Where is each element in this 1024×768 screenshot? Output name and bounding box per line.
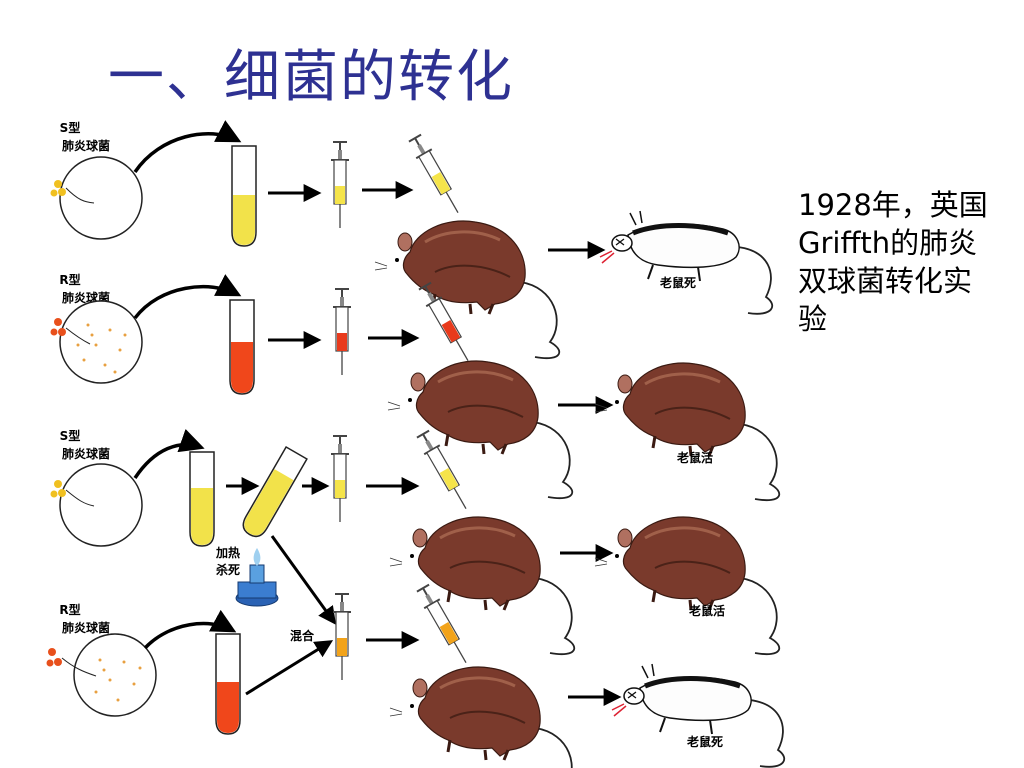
s-colony-icon: [50, 480, 66, 498]
mouse-icon: [388, 515, 576, 656]
outcome-label: 老鼠活: [689, 603, 725, 618]
r-colony-icon: [46, 648, 62, 667]
experiment-caption: 1928年，英国Griffth的肺炎双球菌转化实验: [798, 188, 988, 336]
test-tube-icon: [189, 451, 215, 547]
experiment-row-4: R型 肺炎球菌 混合 老鼠死: [46, 582, 785, 768]
petri-dish-icon: [73, 633, 157, 717]
strain-type-label: R型: [59, 602, 80, 617]
petri-dish-icon: [59, 156, 143, 240]
s-colony-icon: [50, 180, 66, 197]
outcome-label: 老鼠死: [687, 734, 723, 749]
strain-type-label: R型: [59, 272, 80, 287]
r-colony-icon: [50, 318, 66, 336]
syringe-icon: [332, 288, 352, 376]
heat-label-2: 杀死: [216, 562, 240, 577]
test-tube-icon: [229, 299, 255, 395]
heat-label-1: 加热: [215, 545, 240, 560]
slide-title: 一、细菌的转化: [108, 45, 514, 110]
injection-syringe-icon: [414, 428, 475, 515]
experiment-row-2: R型 肺炎球菌 老鼠活: [50, 272, 781, 502]
strain-name-label: 肺炎球菌: [62, 138, 110, 153]
strain-name-label: 肺炎球菌: [62, 620, 110, 635]
test-tube-icon: [231, 145, 257, 247]
transfer-arrow: [133, 120, 242, 173]
injection-syringe-icon: [416, 280, 477, 367]
mouse-icon: [593, 361, 781, 502]
dead-mouse-icon: [600, 211, 772, 314]
burner-icon: [235, 548, 279, 607]
petri-dish-icon: [59, 300, 143, 384]
mix-arrow: [270, 535, 337, 625]
experiment-row-3: S型 肺炎球菌 加热 杀死 老鼠活: [50, 428, 781, 656]
strain-type-label: S型: [60, 120, 81, 135]
mouse-icon: [386, 359, 574, 500]
r-colony-dots: [76, 323, 127, 374]
transfer-arrow: [133, 428, 205, 479]
experiment-row-1: S型 肺炎球菌 老鼠死: [50, 120, 773, 360]
strain-type-label: S型: [60, 428, 81, 443]
r-colony-dots: [94, 658, 142, 702]
mouse-icon: [593, 515, 781, 656]
mix-arrow: [245, 640, 334, 696]
syringe-icon: [330, 141, 350, 229]
dead-mouse-icon: [612, 664, 784, 767]
transfer-arrow: [143, 609, 237, 650]
outcome-label: 老鼠死: [660, 275, 696, 290]
mouse-icon: [388, 665, 576, 768]
test-tube-icon: [215, 633, 241, 735]
petri-dish-icon: [59, 463, 143, 547]
outcome-label: 老鼠活: [677, 450, 713, 465]
strain-name-label: 肺炎球菌: [62, 446, 110, 461]
syringe-icon: [330, 435, 350, 523]
injection-syringe-icon: [406, 132, 467, 219]
heated-tube-icon: [242, 446, 308, 538]
mix-label: 混合: [290, 628, 315, 643]
transfer-arrow: [133, 274, 242, 320]
injection-syringe-icon: [414, 582, 475, 669]
syringe-icon: [332, 593, 352, 681]
